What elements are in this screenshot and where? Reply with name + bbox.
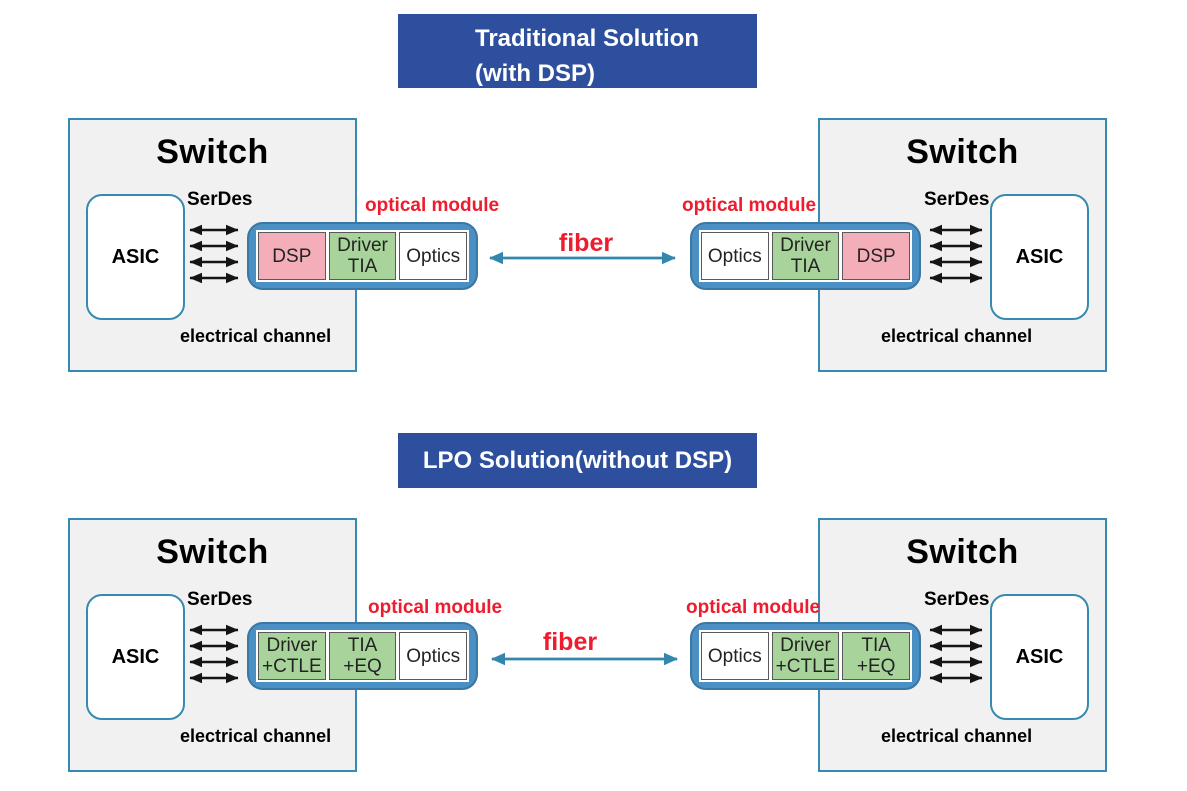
- block-line: Driver: [780, 235, 831, 256]
- optical-module-bottom-right: Optics Driver +CTLE TIA +EQ: [690, 622, 921, 690]
- module-block-optics: Optics: [701, 232, 769, 280]
- asic-chip: ASIC: [990, 194, 1089, 320]
- asic-chip: ASIC: [990, 594, 1089, 720]
- block-line: Driver: [337, 235, 388, 256]
- module-block-optics: Optics: [701, 632, 769, 680]
- block-line: TIA: [347, 256, 378, 277]
- block-line: TIA: [790, 256, 821, 277]
- electrical-channel-label: electrical channel: [881, 326, 1033, 346]
- electrical-channel-label: electrical channel: [881, 726, 1033, 746]
- optical-module-label: optical module: [365, 195, 500, 216]
- switch-title: Switch: [156, 133, 269, 171]
- module-block-optics: Optics: [399, 232, 468, 280]
- banner-lpo-solution: LPO Solution(without DSP): [398, 433, 757, 488]
- module-block-driver-ctle: Driver +CTLE: [258, 632, 326, 680]
- asic-chip: ASIC: [86, 594, 185, 720]
- optical-module-label: optical module: [686, 597, 821, 618]
- module-block-driver-tia: Driver TIA: [328, 232, 397, 280]
- block-line: +EQ: [343, 656, 382, 677]
- optical-module-body: Optics Driver TIA DSP: [699, 230, 912, 282]
- block-line: Optics: [406, 645, 461, 667]
- optical-module-body: DSP Driver TIA Optics: [256, 230, 469, 282]
- switch-title: Switch: [906, 533, 1019, 571]
- banner-title-line: LPO Solution(without DSP): [422, 446, 733, 474]
- block-line: +EQ: [856, 656, 896, 677]
- electrical-channel-label: electrical channel: [180, 326, 332, 346]
- block-line: +CTLE: [775, 656, 836, 677]
- module-block-driver-tia: Driver TIA: [771, 232, 840, 280]
- optical-module-top-right: Optics Driver TIA DSP: [690, 222, 921, 290]
- block-line: Driver: [780, 635, 831, 656]
- switch-title: Switch: [156, 533, 269, 571]
- fiber-label: fiber: [542, 628, 598, 656]
- block-line: +CTLE: [262, 656, 322, 677]
- module-block-dsp: DSP: [842, 232, 911, 280]
- banner-traditional-solution: Traditional Solution (with DSP): [398, 14, 757, 88]
- block-line: Optics: [707, 645, 762, 667]
- block-line: TIA: [347, 635, 378, 656]
- banner-title-line: Traditional Solution: [475, 25, 699, 52]
- banner-subtitle-line: (with DSP): [475, 60, 595, 87]
- module-block-optics: Optics: [399, 632, 468, 680]
- block-line: Driver: [266, 635, 318, 656]
- module-block-tia-eq: TIA +EQ: [328, 632, 397, 680]
- optical-module-body: Optics Driver +CTLE TIA +EQ: [699, 630, 912, 682]
- switch-title: Switch: [906, 133, 1019, 171]
- serdes-label: SerDes: [187, 189, 253, 210]
- module-block-dsp: DSP: [258, 232, 326, 280]
- optical-module-label: optical module: [682, 195, 817, 216]
- module-block-tia-eq: TIA +EQ: [842, 632, 911, 680]
- electrical-channel-label: electrical channel: [180, 726, 332, 746]
- optical-module-label: optical module: [368, 597, 503, 618]
- serdes-label: SerDes: [924, 589, 990, 610]
- block-line: DSP: [272, 245, 312, 267]
- fiber-label: fiber: [558, 229, 614, 257]
- block-line: Optics: [707, 245, 762, 267]
- asic-chip: ASIC: [86, 194, 185, 320]
- block-line: DSP: [856, 245, 896, 267]
- optical-module-bottom-left: Driver +CTLE TIA +EQ Optics: [247, 622, 478, 690]
- optical-module-top-left: DSP Driver TIA Optics: [247, 222, 478, 290]
- block-line: TIA: [861, 635, 891, 656]
- block-line: Optics: [406, 245, 461, 267]
- optical-module-body: Driver +CTLE TIA +EQ Optics: [256, 630, 469, 682]
- module-block-driver-ctle: Driver +CTLE: [771, 632, 840, 680]
- serdes-label: SerDes: [187, 589, 253, 610]
- serdes-label: SerDes: [924, 189, 990, 210]
